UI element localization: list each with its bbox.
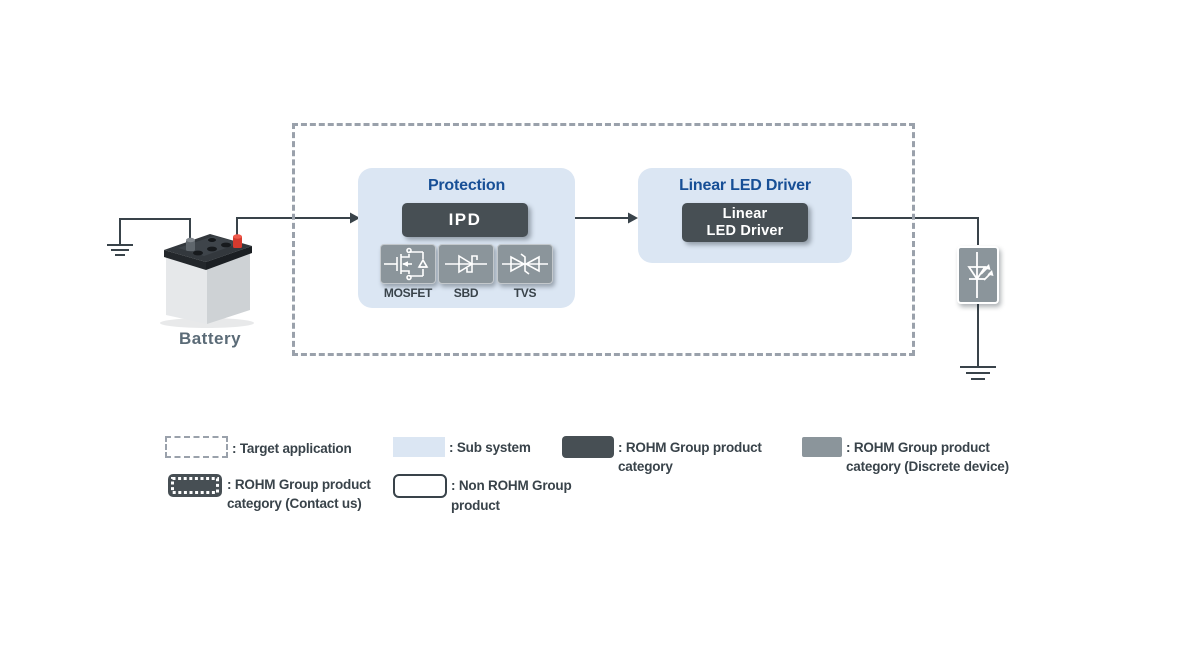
device-sbd: SBD <box>437 244 495 300</box>
ipd-chip-button[interactable]: IPD <box>402 203 528 237</box>
chip-label-line1: Linear <box>722 206 768 222</box>
legend-item-sub-system: : Sub system <box>393 437 531 457</box>
led-icon <box>967 252 994 298</box>
legend-item-rohm-discrete: : ROHM Group product category (Discrete … <box>802 437 1031 476</box>
battery-label: Battery <box>178 329 242 348</box>
legend-item-rohm-product: : ROHM Group product category <box>562 436 768 476</box>
legend-label: : Non ROHM Group product <box>451 478 572 513</box>
arrowhead-icon <box>350 212 360 224</box>
device-tvs: TVS <box>496 244 554 300</box>
legend-label: : Sub system <box>449 440 531 455</box>
device-label: SBD <box>453 286 479 300</box>
non-rohm-swatch <box>393 474 447 498</box>
subsystem-title: Protection <box>427 177 506 194</box>
target-application-boundary <box>292 123 915 356</box>
led-driver-chip-button[interactable]: Linear LED Driver <box>682 203 808 242</box>
rohm-contact-us-swatch <box>168 474 222 497</box>
ground-icon <box>107 244 133 256</box>
target-application-swatch <box>165 436 228 458</box>
wire-ground-to-battery <box>119 218 191 244</box>
subsystem-led-driver: Linear LED Driver Linear LED Driver <box>638 168 852 263</box>
ground-icon <box>960 366 996 380</box>
rohm-product-swatch <box>562 436 614 458</box>
sbd-icon <box>445 254 487 274</box>
subsystem-title: Linear LED Driver <box>679 177 811 194</box>
device-mosfet: MOSFET <box>379 244 437 300</box>
sbd-tile-button[interactable] <box>438 244 494 284</box>
rohm-discrete-swatch <box>802 437 842 457</box>
legend-label: : Target application <box>232 441 352 456</box>
battery-illustration <box>160 234 254 328</box>
legend-label: : ROHM Group product category <box>618 440 762 474</box>
tvs-icon <box>502 253 548 275</box>
device-label: MOSFET <box>383 286 433 300</box>
legend-item-target-application: : Target application <box>165 436 352 458</box>
arrowhead-icon <box>628 212 638 224</box>
wire-driver-to-led <box>852 217 979 245</box>
sub-system-swatch <box>393 437 445 457</box>
wire-battery-to-protection <box>236 217 350 238</box>
subsystem-protection: Protection IPD <box>358 168 575 308</box>
tvs-tile-button[interactable] <box>497 244 553 284</box>
device-label: TVS <box>513 286 537 300</box>
led-load-tile <box>957 246 999 304</box>
legend-label: : ROHM Group product category (Discrete … <box>846 440 1009 474</box>
mosfet-tile-button[interactable] <box>380 244 436 284</box>
chip-label-line2: LED Driver <box>706 223 784 239</box>
legend-label: : ROHM Group product category (Contact u… <box>227 477 371 511</box>
mosfet-icon <box>384 247 429 281</box>
legend-item-rohm-contact-us: : ROHM Group product category (Contact u… <box>167 473 379 513</box>
legend-item-non-rohm: : Non ROHM Group product <box>393 474 591 516</box>
